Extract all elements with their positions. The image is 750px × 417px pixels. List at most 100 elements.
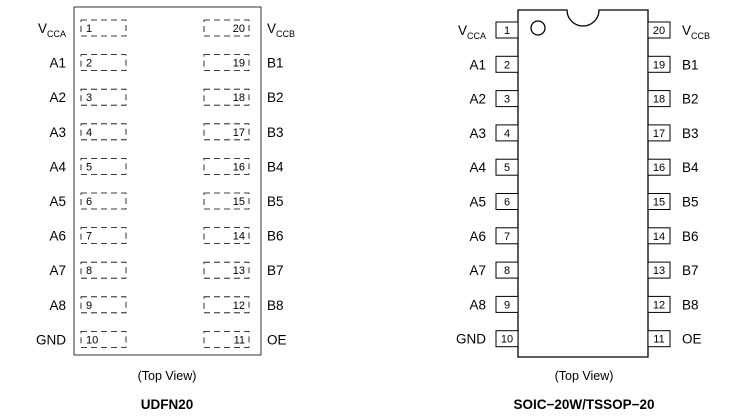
pin-label-b6: B6 (682, 229, 699, 244)
pin-number: 8 (504, 265, 510, 277)
soic-pin-2: 2A1 (469, 55, 519, 73)
soic-pin-5: 5A4 (469, 158, 519, 176)
pin-number: 3 (86, 92, 92, 104)
udfn-pin-5: 5A4 (49, 157, 127, 175)
udfn-pin-12: 12 B8 (203, 296, 284, 314)
soic-pin-9: 9A8 (469, 295, 519, 313)
soic-pin-8: 8 A7 (469, 261, 519, 279)
pin-number: 9 (504, 299, 510, 311)
pin-label-a7: A7 (469, 263, 486, 278)
pin-number: 13 (653, 265, 665, 277)
pad-outline (80, 192, 127, 210)
pin-label-a3: A3 (49, 125, 66, 140)
pin-number: 18 (653, 94, 665, 106)
pin-number: 15 (653, 197, 665, 209)
pin-label-a2: A2 (49, 90, 66, 105)
udfn-pin-4: 4A3 (49, 123, 127, 141)
pad-outline (80, 261, 127, 279)
pin-number: 12 (653, 299, 665, 311)
pin-label-a1: A1 (469, 57, 486, 72)
pin-label-b5: B5 (267, 194, 284, 209)
pin-number: 7 (504, 231, 510, 243)
pin-number: 16 (653, 162, 665, 174)
pin-number: 5 (504, 162, 510, 174)
pad-outline (80, 157, 127, 175)
pin-number: 10 (86, 334, 98, 346)
pin-number: 7 (86, 231, 92, 243)
pin-label-b3: B3 (682, 126, 699, 141)
pin-number: 3 (504, 94, 510, 106)
pin-box (495, 261, 519, 279)
pin-box (647, 124, 671, 142)
pin-label-a7: A7 (49, 263, 66, 278)
soic-pin-4: 4A3 (469, 124, 519, 142)
pin-label-b1: B1 (267, 56, 284, 71)
soic-pin-19: 19 B1 (647, 55, 699, 73)
pad-outline (80, 88, 127, 106)
pin-label-b7: B7 (267, 263, 284, 278)
soic-pin-13: 13 B7 (647, 261, 699, 279)
pin-label-a1: A1 (49, 56, 66, 71)
pad-outline (203, 157, 250, 175)
pin-label-b3: B3 (267, 125, 284, 140)
pin-box (495, 90, 519, 108)
pin-label-gnd: GND (36, 332, 66, 347)
pin-number: 16 (233, 161, 245, 173)
pin-number: 2 (86, 58, 92, 70)
pin-label-b5: B5 (682, 195, 699, 210)
soic-body-outline (517, 9, 649, 358)
pin-number: 8 (86, 265, 92, 277)
pin-label-b2: B2 (682, 92, 699, 107)
pad-outline (203, 227, 250, 245)
pin-number: 6 (86, 196, 92, 208)
pin-number: 11 (234, 334, 245, 346)
pin-label-b1: B1 (682, 57, 699, 72)
pin-number: 19 (653, 59, 665, 71)
pin-box (647, 261, 671, 279)
pin-number: 20 (233, 23, 245, 35)
pin-number: 12 (233, 300, 245, 312)
soic-pin-3: 3 A2 (469, 90, 519, 108)
udfn-pin-6: 6 A5 (49, 192, 127, 210)
pin-box (647, 90, 671, 108)
pin-label-a2: A2 (469, 92, 486, 107)
udfn20-view-label: (Top View) (138, 369, 197, 383)
pin-number: 5 (86, 161, 92, 173)
pad-outline (203, 19, 250, 37)
pin-label-a5: A5 (49, 194, 66, 209)
pin-box (495, 55, 519, 73)
soic-pin-15: 15 B5 (647, 193, 699, 210)
pin-label-b7: B7 (682, 263, 699, 278)
pin-box (647, 193, 671, 210)
udfn-pin-2: 2 A1 (49, 54, 127, 71)
pin-label-b8: B8 (267, 298, 284, 313)
pin-label-b4: B4 (682, 160, 699, 175)
pin-box (647, 295, 671, 313)
pin-box (647, 330, 671, 348)
pin-number: 17 (233, 127, 245, 139)
pin-label-b6: B6 (267, 229, 284, 244)
pin-number: 9 (86, 300, 92, 312)
soic-pin-16: 16 B4 (647, 158, 699, 176)
pad-outline (203, 192, 250, 210)
pin-number: 10 (501, 334, 513, 346)
pin-label-b4: B4 (267, 159, 284, 174)
pad-outline (203, 296, 250, 314)
pin-label-a5: A5 (469, 195, 486, 210)
udfn-pin-3: 3 A2 (49, 88, 127, 106)
pad-outline (80, 54, 127, 71)
pin-label-vcca: VCCA (458, 23, 486, 41)
pin-label-vcca: VCCA (38, 21, 66, 39)
